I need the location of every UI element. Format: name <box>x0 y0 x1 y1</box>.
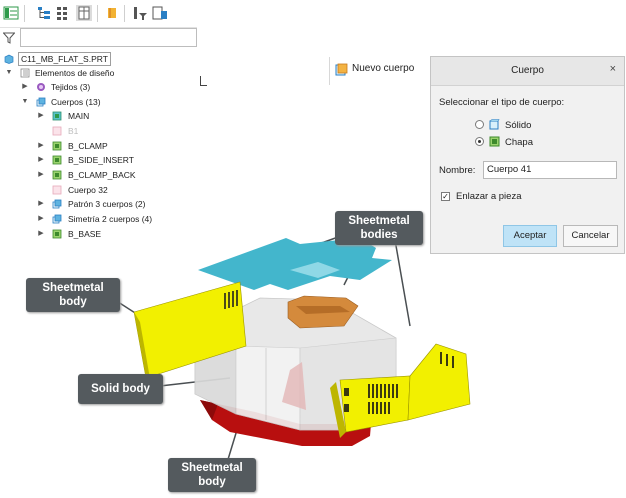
tree-item-b-clamp-back[interactable]: ▶ B_CLAMP_BACK <box>0 168 197 182</box>
name-label: Nombre: <box>439 165 476 176</box>
new-body-icon <box>335 63 348 76</box>
tree-item-b-side-insert[interactable]: ▶ B_SIDE_INSERT <box>0 153 197 167</box>
solid-body-icon <box>489 119 500 130</box>
callout-line: Sheetmetal <box>181 462 243 474</box>
tree-item-bodies[interactable]: ▼ Cuerpos (13) <box>0 95 197 109</box>
model-tree-panel: C11_MB_FLAT_S.PRT ▼ Elementos de diseño … <box>0 0 197 255</box>
tree-item-label: Elementos de diseño <box>35 68 115 78</box>
tree-item-label: Simetría 2 cuerpos (4) <box>68 214 153 224</box>
tree-item-label: MAIN <box>68 111 90 121</box>
expand-arrow-icon[interactable]: ▶ <box>38 156 44 163</box>
callout-line: body <box>59 296 87 308</box>
orange-sheetmetal-body[interactable] <box>287 295 359 329</box>
model-tree-icon[interactable] <box>3 5 19 21</box>
dialog-title-bar: Cuerpo × <box>431 57 624 86</box>
collapse-arrow-icon[interactable]: ▼ <box>5 69 13 76</box>
funnel-icon[interactable] <box>3 32 15 44</box>
tree-filter-input[interactable] <box>20 28 197 47</box>
callout-sheetmetal-bodies: Sheetmetal bodies <box>335 211 423 245</box>
filter-row <box>0 27 197 49</box>
filter-settings-icon[interactable] <box>132 5 148 21</box>
tree-item-label: B_BASE <box>68 229 102 239</box>
part-icon <box>4 54 14 64</box>
tree-hierarchy-icon[interactable] <box>36 5 52 21</box>
tree-item-label: Tejidos (3) <box>51 82 91 92</box>
tree-item-label: B_CLAMP_BACK <box>68 170 136 180</box>
tree-item-quilts[interactable]: ▶ Tejidos (3) <box>0 80 197 94</box>
body-type-prompt: Seleccionar el tipo de cuerpo: <box>439 97 565 108</box>
show-icon[interactable] <box>104 5 120 21</box>
tree-item-label: Patrón 3 cuerpos (2) <box>68 199 146 209</box>
callout-line: Sheetmetal <box>42 282 104 294</box>
dialog-title: Cuerpo <box>511 65 544 76</box>
link-to-part-checkbox[interactable]: ✓ <box>441 192 450 201</box>
body-name-input[interactable]: Cuerpo 41 <box>483 161 617 179</box>
callout-line: Solid body <box>91 383 150 395</box>
cancel-button[interactable]: Cancelar <box>563 225 618 247</box>
sheetmetal-body-icon <box>52 229 62 239</box>
tree-settings-icon[interactable] <box>152 5 168 21</box>
tree-root[interactable]: C11_MB_FLAT_S.PRT <box>0 52 197 66</box>
expand-arrow-icon[interactable]: ▶ <box>38 200 44 207</box>
callout-sheetmetal-body-left: Sheetmetal body <box>26 278 120 312</box>
sheetmetal-body-icon <box>489 136 500 147</box>
ribbon-divider <box>329 57 330 85</box>
model-viewport[interactable] <box>0 200 626 498</box>
tree-item-pattern[interactable]: ▶ Patrón 3 cuerpos (2) <box>0 197 197 211</box>
yellow-sheetmetal-right[interactable] <box>330 343 471 438</box>
quilts-icon <box>37 83 45 91</box>
text-cursor <box>200 76 207 86</box>
tree-item-cuerpo-32[interactable]: Cuerpo 32 <box>0 183 197 197</box>
tree-item-main[interactable]: ▶ MAIN <box>0 109 197 123</box>
radio-solid[interactable] <box>475 120 484 129</box>
sheetmetal-body-icon <box>52 170 62 180</box>
expand-arrow-icon[interactable]: ▶ <box>38 142 44 149</box>
yellow-sheetmetal-left[interactable] <box>133 281 247 390</box>
root-part-name: C11_MB_FLAT_S.PRT <box>18 52 111 66</box>
radio-sheetmetal[interactable] <box>475 137 484 146</box>
table-view-icon[interactable] <box>76 5 92 21</box>
expand-arrow-icon[interactable]: ▶ <box>38 171 44 178</box>
expand-arrow-icon[interactable]: ▶ <box>38 112 44 119</box>
body-dialog: Cuerpo × Seleccionar el tipo de cuerpo: … <box>430 56 625 254</box>
radio-solid-label: Sólido <box>505 120 532 131</box>
tree-item-b-base[interactable]: ▶ B_BASE <box>0 227 197 241</box>
sheetmetal-body-icon <box>52 141 62 151</box>
solid-body-icon <box>52 111 62 121</box>
model-tree-toolbar <box>0 0 197 28</box>
cyan-sheetmetal-body[interactable] <box>198 238 392 290</box>
tree-item-label: B_CLAMP <box>68 141 108 151</box>
new-body-label: Nuevo cuerpo <box>352 63 415 74</box>
empty-body-icon <box>52 185 62 195</box>
tree-item-mirror[interactable]: ▶ Simetría 2 cuerpos (4) <box>0 212 197 226</box>
tree-item-label: B1 <box>68 126 79 136</box>
tree-columns-icon[interactable] <box>54 5 70 21</box>
callout-line: body <box>198 476 226 488</box>
callout-line: Sheetmetal <box>348 215 410 227</box>
tree-item-label: Cuerpo 32 <box>68 185 108 195</box>
tree-item-b-clamp[interactable]: ▶ B_CLAMP <box>0 139 197 153</box>
design-items-icon <box>20 68 30 78</box>
radio-sheetmetal-label: Chapa <box>505 137 533 148</box>
expand-arrow-icon[interactable]: ▶ <box>38 230 44 237</box>
tree-item-b1[interactable]: B1 <box>0 124 197 138</box>
empty-body-icon <box>52 126 62 136</box>
collapse-arrow-icon[interactable]: ▼ <box>21 98 29 105</box>
close-icon[interactable]: × <box>609 63 616 75</box>
expand-arrow-icon[interactable]: ▶ <box>38 215 44 222</box>
accept-button[interactable]: Aceptar <box>503 225 557 247</box>
callout-sheetmetal-body-bottom: Sheetmetal body <box>168 458 256 492</box>
mirror-bodies-icon <box>52 214 62 224</box>
tree-item-label: B_SIDE_INSERT <box>68 155 134 165</box>
callout-solid-body: Solid body <box>78 374 163 404</box>
sheetmetal-body-icon <box>52 155 62 165</box>
expand-arrow-icon[interactable]: ▶ <box>22 83 28 90</box>
bodies-icon <box>36 97 46 107</box>
tree-item-design-items[interactable]: ▼ Elementos de diseño <box>0 66 197 80</box>
link-to-part-label: Enlazar a pieza <box>456 191 522 202</box>
pattern-bodies-icon <box>52 199 62 209</box>
callout-line: bodies <box>360 229 398 241</box>
new-body-button[interactable]: Nuevo cuerpo <box>330 58 425 82</box>
tree-item-label: Cuerpos (13) <box>51 97 101 107</box>
